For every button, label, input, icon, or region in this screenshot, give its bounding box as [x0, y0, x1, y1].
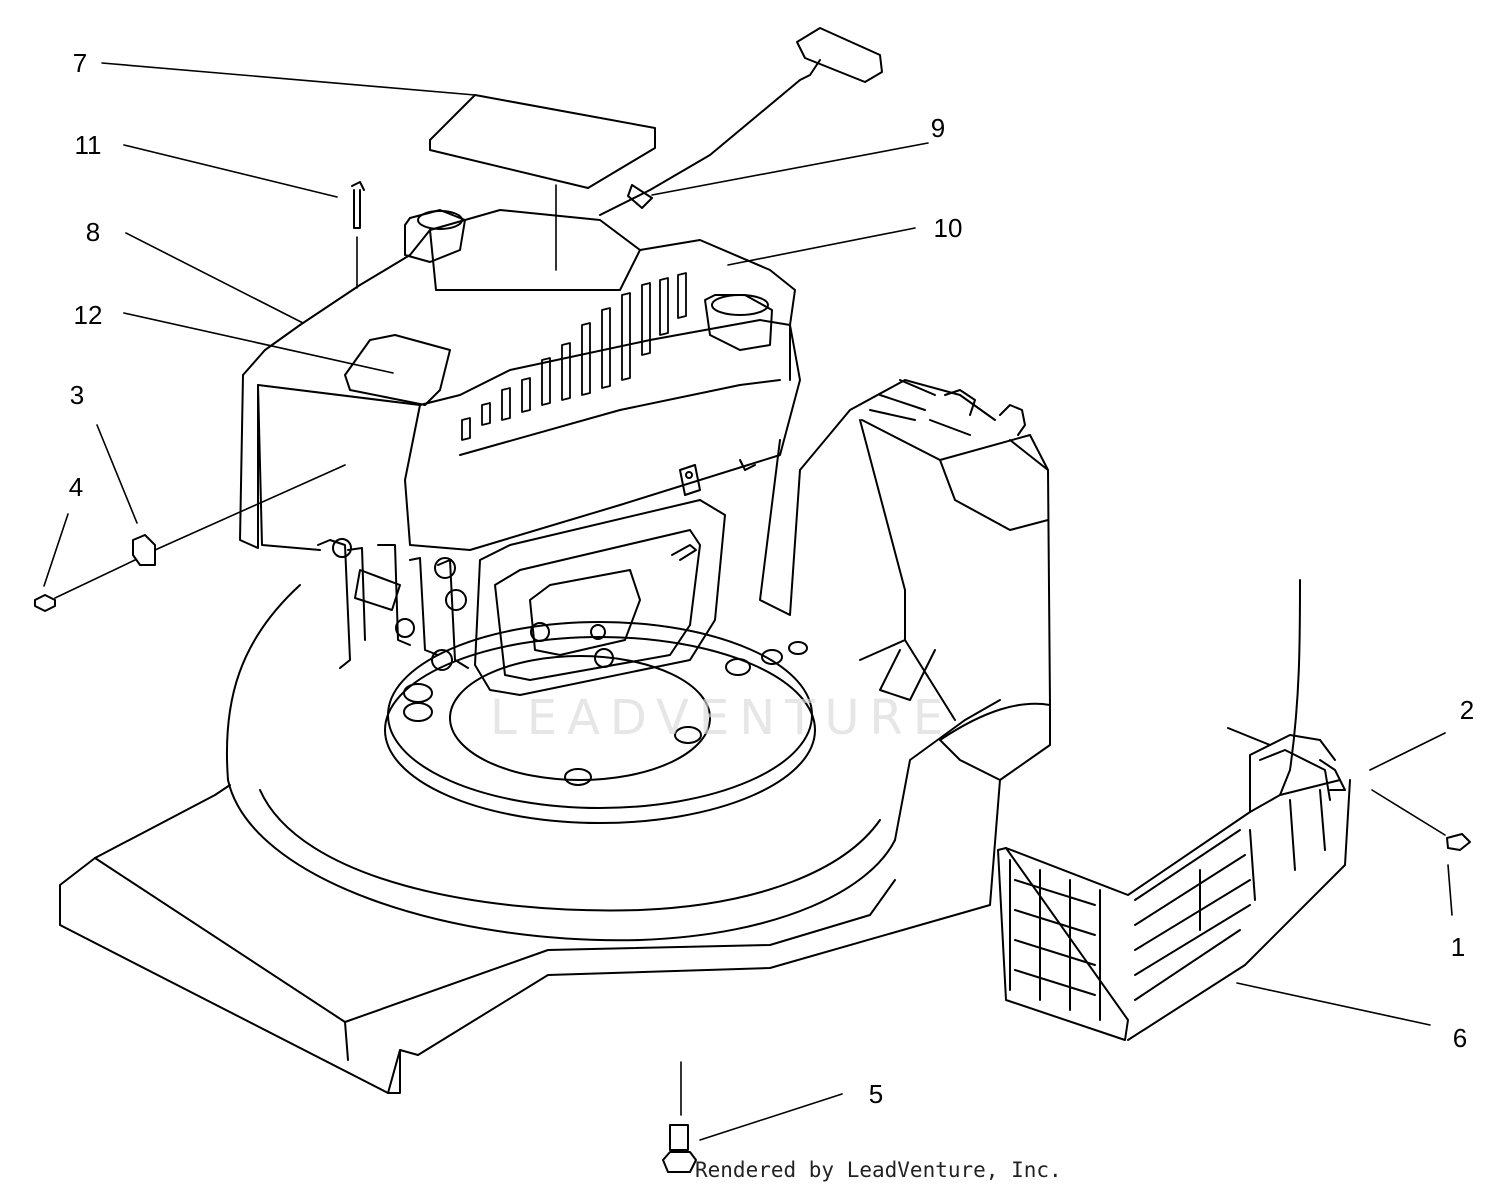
- mower-deck: [59, 439, 1051, 1094]
- throttle-cable-9: [599, 27, 883, 216]
- muffler: [474, 499, 726, 696]
- shroud-vents: [461, 272, 687, 441]
- screw-5: [662, 1124, 697, 1173]
- callout-6: 6: [1452, 1023, 1468, 1053]
- callout-12: 12: [73, 300, 103, 330]
- screw-1: [1446, 833, 1471, 851]
- watermark: LEADVENTURE: [490, 690, 954, 746]
- deflector-6: [997, 579, 1351, 1041]
- clip-3: [132, 534, 156, 566]
- callout-3: 3: [69, 380, 85, 410]
- callout-11: 11: [74, 130, 102, 160]
- label-plate-7: [429, 94, 656, 189]
- engine: [239, 209, 801, 696]
- callout-1: 1: [1450, 932, 1466, 962]
- callout-8: 8: [85, 217, 101, 247]
- leader-lines: [43, 62, 1453, 1141]
- mount-bosses: [403, 641, 808, 786]
- callout-10: 10: [933, 213, 963, 243]
- callout-2: 2: [1459, 695, 1475, 725]
- rear-housing: [739, 379, 1049, 721]
- credit-text: Rendered by LeadVenture, Inc.: [695, 1158, 1062, 1182]
- screw-4: [34, 594, 56, 612]
- callout-7: 7: [72, 48, 88, 78]
- screw-11: [351, 181, 365, 229]
- callout-4: 4: [68, 472, 84, 502]
- callout-9: 9: [930, 113, 946, 143]
- callout-5: 5: [868, 1079, 884, 1109]
